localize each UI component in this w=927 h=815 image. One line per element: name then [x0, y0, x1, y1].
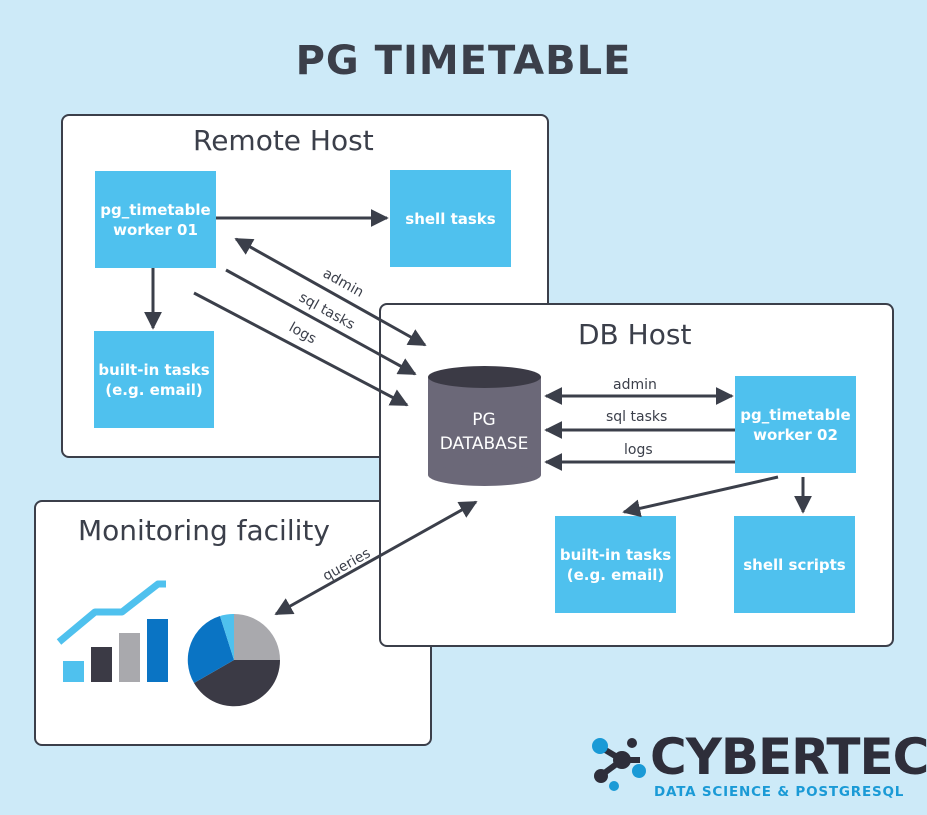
db-shell-scripts-label: shell scripts	[743, 555, 846, 574]
label-logs-db: logs	[624, 442, 653, 458]
pie-chart-icon	[187, 613, 281, 707]
arrow-queries	[274, 500, 478, 616]
molecule-icon	[592, 738, 646, 791]
database-label-line1: PG	[472, 410, 496, 430]
remote-builtin-tasks-box: built-in tasks (e.g. email)	[94, 331, 214, 428]
db-worker-line1: pg_timetable	[740, 405, 851, 424]
database-label: PG DATABASE	[424, 408, 544, 456]
database-cylinder-icon	[428, 366, 541, 486]
db-worker-box: pg_timetable worker 02	[735, 376, 856, 473]
remote-builtin-line2: (e.g. email)	[105, 380, 203, 399]
label-admin-db: admin	[613, 377, 657, 393]
remote-builtin-line1: built-in tasks	[98, 360, 210, 379]
arrow-worker02-to-builtin	[622, 475, 779, 518]
arrow-sqltasks-remote	[225, 268, 417, 376]
db-shell-scripts-box: shell scripts	[734, 516, 855, 613]
remote-worker-box: pg_timetable worker 01	[95, 171, 216, 268]
remote-host-title: Remote Host	[193, 124, 374, 157]
bar-chart-icon	[56, 580, 168, 682]
brand-tagline: DATA SCIENCE & POSTGRESQL	[654, 784, 905, 800]
remote-shell-tasks-label: shell tasks	[405, 209, 496, 228]
label-admin-remote: admin	[320, 266, 366, 301]
db-host-title: DB Host	[578, 318, 692, 351]
db-builtin-tasks-box: built-in tasks (e.g. email)	[555, 516, 676, 613]
db-worker-line2: worker 02	[753, 425, 838, 444]
remote-worker-line1: pg_timetable	[100, 200, 211, 219]
page-title: PG TIMETABLE	[295, 38, 632, 84]
arrow-logs-remote	[193, 291, 409, 407]
brand-name: CYBERTEC	[650, 728, 927, 786]
arrow-admin-remote	[234, 237, 427, 347]
label-sqltasks-db: sql tasks	[606, 409, 667, 425]
database-label-line2: DATABASE	[439, 434, 529, 454]
db-builtin-line1: built-in tasks	[559, 545, 672, 564]
db-builtin-line2: (e.g. email)	[566, 565, 665, 584]
remote-worker-line2: worker 01	[113, 220, 198, 239]
